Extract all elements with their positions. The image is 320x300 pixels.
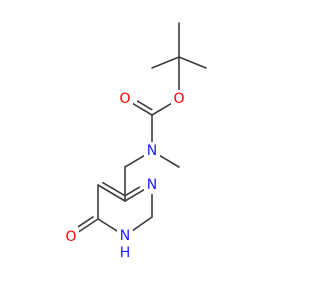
bond-ring-c4-n3 [124,188,146,202]
atom-carbonyl-oxygen: O [117,90,133,108]
bond-ring-c5-c4-second-line [102,181,126,197]
atom-ring-nh: N H [117,228,133,262]
atom-label-layer: O O N N N H O [63,90,187,262]
atom-label-ring-nh-h: H [120,245,131,261]
bond-keto-double-second-line [77,216,94,228]
bond-ester-o-carbonyl-c [151,102,173,116]
atom-label-carbonyl-o: O [119,91,130,107]
bond-layer [77,22,207,233]
atom-label-ester-o: O [173,91,184,107]
bond-tbu-methyl-right [178,56,207,69]
bond-ring-n1-c6 [97,218,119,233]
bond-ring-c2-n1 [131,216,153,232]
bond-carbonyl-double [131,102,153,116]
bond-ring-c4-n3-second-line [124,186,141,197]
atom-keto-oxygen: O [63,228,79,246]
molecule-structure: O O N N N H O [63,22,207,262]
bond-ring-c5-c4 [97,184,126,202]
bond-amine-n-methyl [158,154,180,168]
atom-label-ring-n: N [147,177,157,193]
molecule-canvas: O O N N N H O [63,22,207,262]
atom-label-keto-o: O [65,229,76,245]
atom-label-amine-n: N [147,143,157,159]
atom-amine-nitrogen: N [144,142,160,160]
atom-ring-nitrogen: N [144,176,160,194]
bond-carbonyl-double-second-line [136,100,153,111]
atom-label-ring-nh-n: N [120,228,130,244]
bond-tbu-methyl-left [151,56,180,69]
bond-keto-double [77,218,99,233]
bond-amine-n-methylene [124,154,146,168]
atom-ester-oxygen: O [171,90,187,108]
